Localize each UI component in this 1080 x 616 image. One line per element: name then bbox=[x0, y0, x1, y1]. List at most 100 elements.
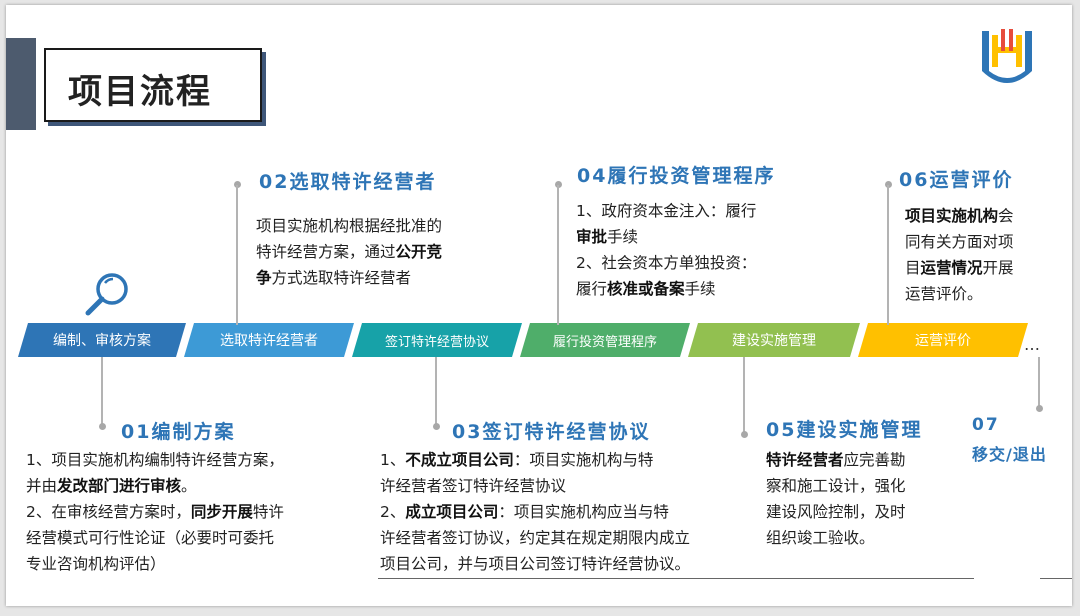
body-text: 1、项目实施机构编制特许经营方案， bbox=[26, 451, 284, 469]
connector-line-01 bbox=[101, 357, 103, 427]
step-02-text: 项目实施机构根据经批准的特许经营方案，通过公开竞争方式选取特许经营者 bbox=[256, 213, 442, 291]
s06-line-4: 运营评价。 bbox=[905, 281, 1014, 307]
body-text: 1、政府资本金注入：履行 bbox=[576, 202, 757, 220]
body-text: 目 bbox=[905, 259, 921, 277]
step-03-heading: 03签订特许经营协议 bbox=[452, 421, 651, 443]
body-text: 手续 bbox=[684, 280, 716, 298]
step-06-text: 项目实施机构会同有关方面对项目运营情况开展运营评价。 bbox=[905, 203, 1014, 307]
ellipsis: … bbox=[1024, 335, 1040, 354]
body-text: 许经营者签订协议，约定其在规定期限内成立 bbox=[380, 529, 691, 547]
body-text: 运营评价。 bbox=[905, 285, 983, 303]
step-02-heading: 02选取特许经营者 bbox=[259, 171, 437, 193]
connector-line-07 bbox=[1038, 357, 1040, 409]
connector-dot-07 bbox=[1036, 405, 1043, 412]
connector-dot-01 bbox=[99, 423, 106, 430]
step-05-text: 特许经营者应完善勘察和施工设计，强化建设风险控制，及时组织竣工验收。 bbox=[766, 447, 906, 551]
s04-line-1: 1、政府资本金注入：履行 bbox=[576, 198, 756, 224]
connector-line-06 bbox=[887, 185, 889, 325]
phase-4: 履行投资管理程序 bbox=[520, 323, 690, 357]
body-text: 2、 bbox=[380, 503, 406, 521]
body-text: 2、在审核经营方案时， bbox=[26, 503, 191, 521]
step-06-heading: 06运营评价 bbox=[899, 169, 1014, 191]
step-07-heading-number: 07 bbox=[972, 415, 1000, 435]
s01-line-2: 并由发改部门进行审核。 bbox=[26, 473, 284, 499]
step-07-heading-label: 移交/退出 bbox=[972, 445, 1047, 464]
body-text: 方式选取特许经营者 bbox=[271, 269, 412, 287]
connector-line-05 bbox=[743, 357, 745, 435]
bottom-rule bbox=[378, 578, 974, 579]
body-text: 专业咨询机构评估） bbox=[26, 555, 166, 573]
body-text: 同有关方面对项 bbox=[905, 233, 1014, 251]
step-01-text: 1、项目实施机构编制特许经营方案，并由发改部门进行审核。2、在审核经营方案时，同… bbox=[26, 447, 284, 577]
connector-dot-02 bbox=[234, 181, 241, 188]
bottom-rule-right bbox=[1040, 578, 1072, 579]
connector-dot-04 bbox=[555, 181, 562, 188]
emphasis-text: 争 bbox=[256, 269, 272, 287]
emphasis-text: 特许经营者 bbox=[766, 451, 844, 469]
body-text: 应完善勘 bbox=[843, 451, 906, 469]
s04-line-3: 2、社会资本方单独投资： bbox=[576, 250, 756, 276]
title-box: 项目流程 bbox=[44, 48, 262, 122]
emphasis-text: 运营情况 bbox=[920, 259, 983, 277]
connector-dot-05 bbox=[741, 431, 748, 438]
body-text: 。 bbox=[181, 477, 197, 495]
body-text: 手续 bbox=[607, 228, 639, 246]
s03-line-4: 许经营者签订协议，约定其在规定期限内成立 bbox=[380, 525, 690, 551]
phase-3-label: 签订特许经营协议 bbox=[384, 334, 489, 350]
s03-line-3: 2、成立项目公司：项目实施机构应当与特 bbox=[380, 499, 690, 525]
s06-line-3: 目运营情况开展 bbox=[905, 255, 1014, 281]
body-text: 并由 bbox=[26, 477, 58, 495]
body-text: 项目实施机构根据经批准的 bbox=[256, 217, 443, 235]
body-text: 特许经营方案，通过 bbox=[256, 243, 396, 261]
connector-line-04 bbox=[557, 185, 559, 325]
step-05-heading: 05建设实施管理 bbox=[766, 419, 923, 441]
s03-line-5: 项目公司，并与项目公司签订特许经营协议。 bbox=[380, 551, 690, 577]
s01-line-3: 2、在审核经营方案时，同步开展特许 bbox=[26, 499, 284, 525]
body-text: ：项目实施机构与特 bbox=[513, 451, 654, 469]
body-text: 许经营者签订特许经营协议 bbox=[380, 477, 567, 495]
s05-line-1: 特许经营者应完善勘 bbox=[766, 447, 906, 473]
slide: 项目流程 编制、审核方案 选取特许经营者 签订特许经营协议 履行投资管理程序 建… bbox=[6, 5, 1072, 606]
connector-dot-03 bbox=[433, 423, 440, 430]
s02-line-1: 项目实施机构根据经批准的 bbox=[256, 213, 442, 239]
phase-3: 签订特许经营协议 bbox=[352, 323, 522, 357]
phase-4-label: 履行投资管理程序 bbox=[552, 334, 657, 350]
step-01-heading: 01编制方案 bbox=[121, 421, 236, 443]
emphasis-text: 同步开展 bbox=[190, 503, 253, 521]
body-text: 特许 bbox=[252, 503, 284, 521]
s01-line-5: 专业咨询机构评估） bbox=[26, 551, 284, 577]
magnifier-icon bbox=[85, 273, 128, 316]
s05-line-3: 建设风险控制，及时 bbox=[766, 499, 906, 525]
body-text: 建设风险控制，及时 bbox=[766, 503, 906, 521]
phase-2: 选取特许经营者 bbox=[184, 323, 354, 357]
phase-1: 编制、审核方案 bbox=[18, 323, 186, 357]
side-accent-bar bbox=[6, 38, 36, 130]
s06-line-2: 同有关方面对项 bbox=[905, 229, 1014, 255]
connector-line-03 bbox=[435, 357, 437, 427]
step-04-heading: 04履行投资管理程序 bbox=[577, 165, 776, 187]
phase-5-label: 建设实施管理 bbox=[732, 333, 816, 349]
s04-line-4: 履行核准或备案手续 bbox=[576, 276, 756, 302]
s03-line-2: 许经营者签订特许经营协议 bbox=[380, 473, 690, 499]
phase-5: 建设实施管理 bbox=[688, 323, 860, 357]
connector-line-02 bbox=[236, 185, 238, 325]
body-text: 项目公司，并与项目公司签订特许经营协议。 bbox=[380, 555, 691, 573]
emphasis-text: 不成立项目公司 bbox=[405, 451, 514, 469]
s05-line-4: 组织竣工验收。 bbox=[766, 525, 906, 551]
phase-6-label: 运营评价 bbox=[915, 333, 971, 349]
s05-line-2: 察和施工设计，强化 bbox=[766, 473, 906, 499]
s01-line-1: 1、项目实施机构编制特许经营方案， bbox=[26, 447, 284, 473]
s02-line-2: 特许经营方案，通过公开竞 bbox=[256, 239, 442, 265]
emphasis-text: 核准或备案 bbox=[607, 280, 685, 298]
body-text: 履行 bbox=[576, 280, 608, 298]
s04-line-2: 审批手续 bbox=[576, 224, 756, 250]
emphasis-text: 审批 bbox=[576, 228, 608, 246]
body-text: 2、社会资本方单独投资： bbox=[576, 254, 757, 272]
body-text: 察和施工设计，强化 bbox=[766, 477, 906, 495]
uh-logo-icon bbox=[982, 29, 1032, 83]
body-text: 经营模式可行性论证（必要时可委托 bbox=[26, 529, 275, 547]
emphasis-text: 成立项目公司 bbox=[405, 503, 499, 521]
s03-line-1: 1、不成立项目公司：项目实施机构与特 bbox=[380, 447, 690, 473]
